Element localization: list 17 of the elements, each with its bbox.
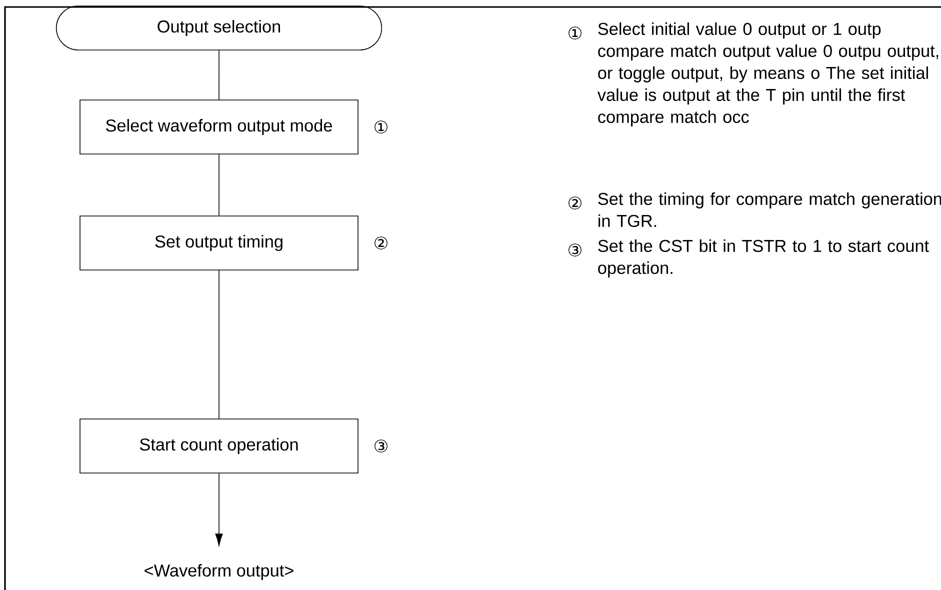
note-text: Select initial value 0 output or 1 outp compare match output value 0 outpu output, or toggle output, by means o The set initial value is output at the T pin until the first compare match occ <box>597 22 938 126</box>
process-box: Select waveform output mode <box>80 100 358 154</box>
step-number: ③ <box>568 244 582 256</box>
step-number: ③ <box>374 440 388 452</box>
note-text: Set the timing for compare match generation in TGR. <box>598 192 941 228</box>
step-number: ② <box>568 196 582 210</box>
connector-line <box>218 154 220 216</box>
step-number: ② <box>374 236 388 250</box>
output-text: <Waveform output> <box>144 564 294 580</box>
process-box: Set output timing <box>80 216 358 270</box>
connector-line <box>218 270 220 419</box>
process-box: Start count operation <box>80 418 358 474</box>
arrow <box>215 473 223 546</box>
connector-line <box>218 50 220 100</box>
step-number: ① <box>568 26 582 40</box>
note-text: Set the CST bit in TSTR to 1 to start count operation. <box>598 239 929 278</box>
step-number: ① <box>374 120 388 134</box>
